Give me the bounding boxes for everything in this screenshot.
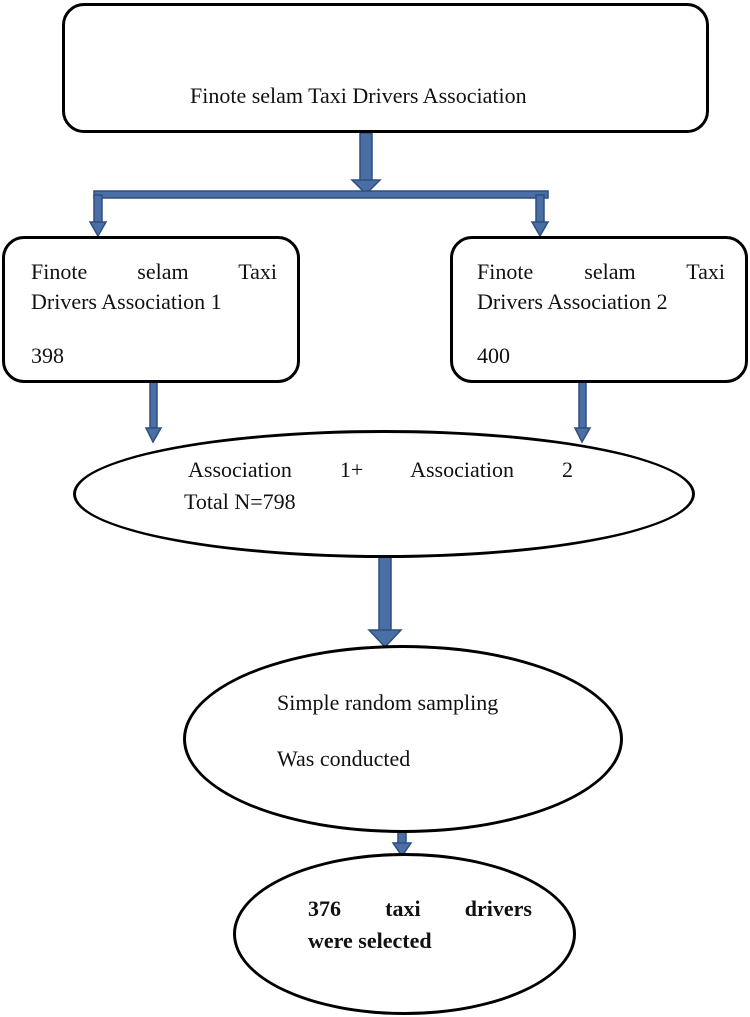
- left-association-box: Finote selam Taxi Drivers Association 1 …: [2, 236, 300, 383]
- result-ellipse: 376 taxi drivers were selected: [233, 853, 576, 1015]
- combined-total-ellipse: Association 1+ Association 2 Total N=798: [73, 430, 695, 558]
- left-box-count: 398: [31, 343, 64, 368]
- right-to-combined-head: [573, 427, 592, 444]
- trunk-arrow-shaft: [359, 132, 373, 184]
- result-line2: were selected: [308, 928, 432, 953]
- sampling-line1: Simple random sampling: [277, 690, 499, 715]
- left-branch-shaft: [93, 194, 103, 226]
- top-box-label: Finote selam Taxi Drivers Association: [190, 83, 527, 108]
- sampling-to-result-head: [391, 842, 413, 858]
- right-branch-shaft: [535, 194, 545, 226]
- left-branch-head: [88, 221, 108, 238]
- combined-to-sampling-head: [367, 629, 403, 649]
- branch-bar: [93, 190, 549, 199]
- combined-line1: Association 1+ Association 2: [188, 457, 573, 482]
- sampling-line2: Was conducted: [277, 746, 411, 771]
- result-line1: 376 taxi drivers: [308, 896, 532, 921]
- trunk-arrow-head: [350, 179, 382, 196]
- right-association-box: Finote selam Taxi Drivers Association 2 …: [450, 236, 748, 383]
- sampling-ellipse: Simple random sampling Was conducted: [183, 645, 623, 833]
- combined-line2: Total N=798: [184, 489, 296, 514]
- left-box-line1: Finote selam Taxi: [31, 259, 277, 284]
- combined-to-sampling-shaft: [378, 554, 392, 634]
- right-box-line1: Finote selam Taxi: [477, 259, 725, 284]
- right-branch-head: [530, 221, 550, 238]
- right-box-count: 400: [477, 343, 510, 368]
- left-box-line2: Drivers Association 1: [31, 289, 222, 314]
- left-to-combined-head: [144, 427, 163, 444]
- right-box-line2: Drivers Association 2: [477, 289, 668, 314]
- top-box: Finote selam Taxi Drivers Association: [62, 3, 709, 133]
